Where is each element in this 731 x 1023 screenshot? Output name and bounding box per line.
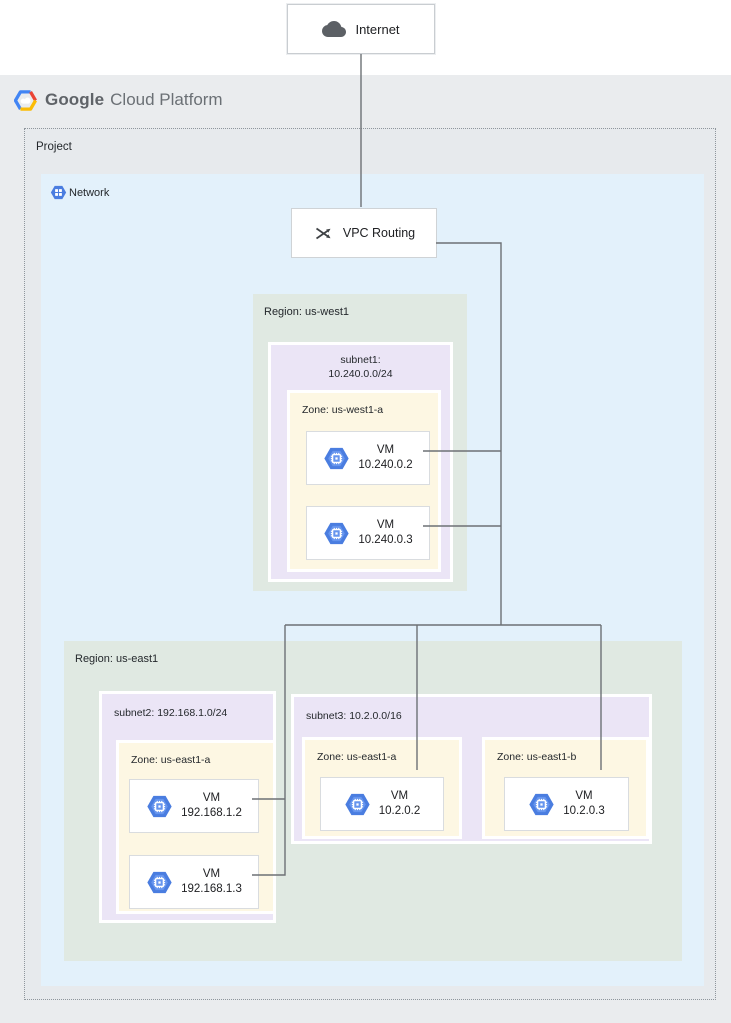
network-label: Network	[69, 186, 110, 199]
vm-text: VM 10.2.0.3	[563, 789, 605, 819]
subnet3-label: subnet3: 10.2.0.0/16	[306, 710, 402, 722]
vm-node-10-2-0-3: VM 10.2.0.3	[504, 777, 629, 831]
vm-text: VM 10.2.0.2	[379, 789, 421, 819]
vm-ip: 10.240.0.2	[358, 459, 413, 471]
project-container: Project Network	[24, 128, 716, 1000]
vpc-routing-icon	[315, 227, 331, 239]
vm-node-10-2-0-2: VM 10.2.0.2	[320, 777, 444, 831]
vm-ip: 10.2.0.3	[563, 805, 605, 817]
compute-engine-icon	[147, 795, 172, 817]
gcp-logo: Google Cloud Platform	[14, 86, 223, 114]
vm-name: VM	[202, 792, 221, 805]
vm-name: VM	[202, 868, 221, 881]
vm-ip: 192.168.1.2	[181, 807, 242, 819]
zone-us-east1-a-subnet2: Zone: us-east1-a VM	[116, 740, 276, 914]
region-east-label: Region: us-east1	[75, 653, 159, 665]
zone-us-west1-a: Zone: us-west1-a VM	[287, 390, 441, 572]
compute-engine-icon	[529, 793, 554, 815]
subnet3-container: subnet3: 10.2.0.0/16 Zone: us-east1-a	[291, 694, 652, 844]
zone-us-east1-b: Zone: us-east1-b VM	[482, 737, 649, 839]
network-container: Network VPC Routing Region: us-west1	[41, 174, 704, 986]
subnet1-label: subnet1: 10.240.0.0/24	[328, 354, 393, 380]
region-west-label: Region: us-west1	[264, 306, 349, 318]
vm-node-192-168-1-3: VM 192.168.1.3	[129, 855, 259, 909]
zone-label: Zone: us-east1-a	[131, 754, 211, 766]
network-label-row: Network	[50, 184, 109, 201]
vm-node-10-240-0-2: VM 10.240.0.2	[306, 431, 430, 485]
compute-engine-icon	[324, 447, 349, 469]
vm-ip: 192.168.1.3	[181, 883, 242, 895]
vm-ip: 10.240.0.3	[358, 534, 413, 546]
gcp-platform-area: Google Cloud Platform Project Network	[0, 75, 731, 1023]
project-label: Project	[36, 141, 72, 153]
vm-node-192-168-1-2: VM 192.168.1.2	[129, 779, 259, 833]
vm-text: VM 10.240.0.2	[358, 443, 412, 473]
internet-label: Internet	[355, 21, 400, 37]
region-us-west1: Region: us-west1 subnet1: 10.240.0.0/24 …	[253, 294, 467, 591]
zone-us-east1-a-subnet3: Zone: us-east1-a VM	[302, 737, 462, 839]
network-icon	[50, 185, 67, 200]
zone-label: Zone: us-east1-a	[317, 751, 397, 763]
zone-label: Zone: us-east1-b	[497, 751, 577, 763]
internet-node: Internet	[287, 4, 435, 54]
subnet2-container: subnet2: 192.168.1.0/24 Zone: us-east1-a	[99, 691, 276, 923]
compute-engine-icon	[324, 522, 349, 544]
subnet2-label: subnet2: 192.168.1.0/24	[114, 707, 228, 719]
zone-west-label: Zone: us-west1-a	[302, 404, 384, 416]
compute-engine-icon	[147, 871, 172, 893]
vm-text: VM 192.168.1.2	[181, 791, 242, 821]
logo-cloud-platform-text: Cloud Platform	[110, 90, 223, 109]
compute-engine-icon	[345, 793, 370, 815]
cloud-icon	[322, 20, 347, 37]
vm-name: VM	[575, 790, 593, 803]
vm-text: VM 10.240.0.3	[358, 518, 412, 548]
subnet1-container: subnet1: 10.240.0.0/24 Zone: us-west1-a	[268, 342, 453, 582]
vm-name: VM	[376, 519, 395, 532]
vm-name: VM	[376, 444, 395, 457]
vpc-routing-label: VPC Routing	[342, 226, 416, 240]
region-us-east1: Region: us-east1 subnet2: 192.168.1.0/24…	[64, 641, 682, 961]
vm-name: VM	[390, 790, 409, 803]
vm-ip: 10.2.0.2	[378, 805, 421, 817]
vm-node-10-240-0-3: VM 10.240.0.3	[306, 506, 430, 560]
vpc-routing-node: VPC Routing	[291, 208, 437, 258]
logo-google-text: Google	[45, 90, 105, 109]
vm-text: VM 192.168.1.3	[181, 867, 242, 897]
gcp-logo-icon	[14, 89, 37, 111]
